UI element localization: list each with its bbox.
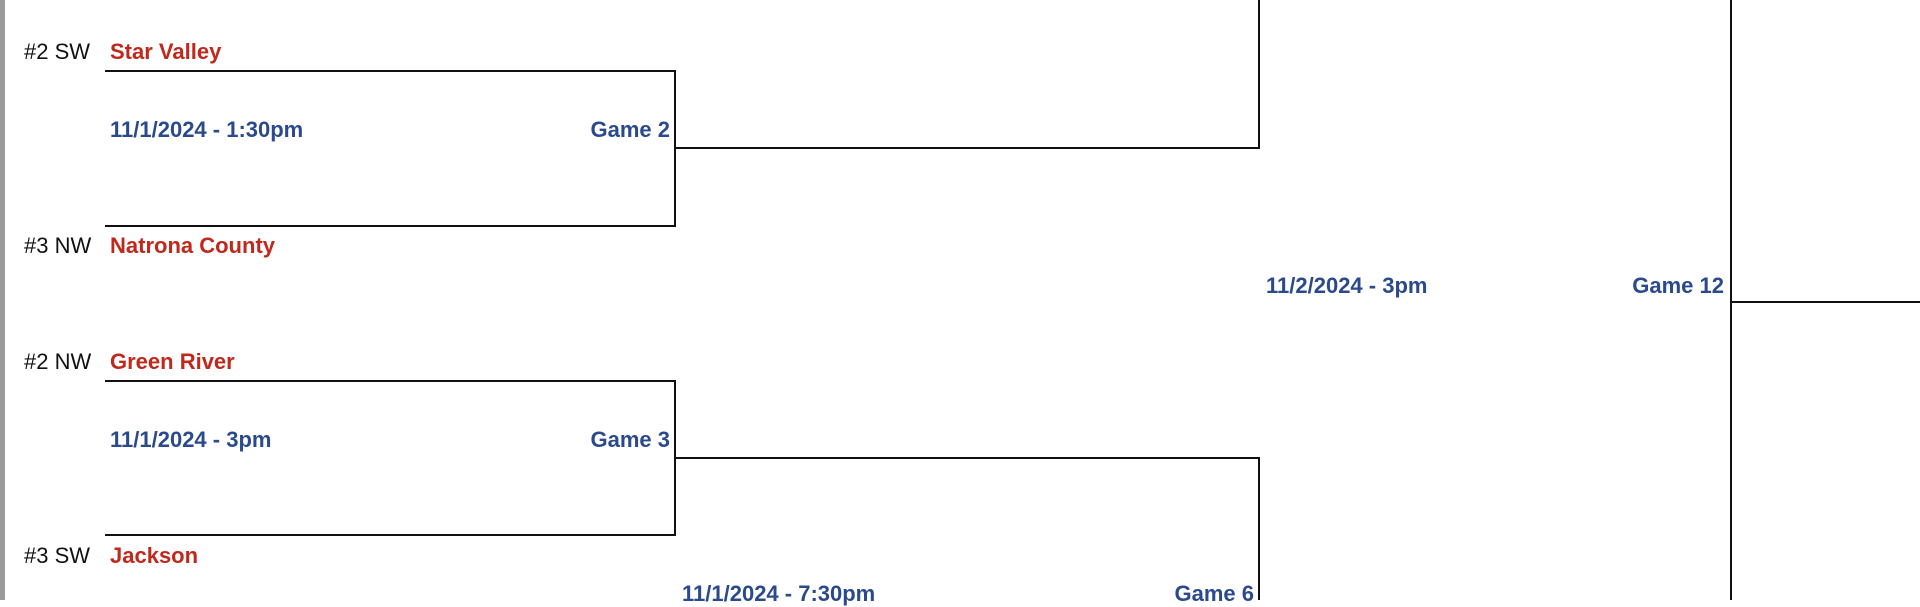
team-name[interactable]: Natrona County xyxy=(110,233,275,258)
game-label: Game 6 xyxy=(1174,581,1255,606)
game-date: 11/1/2024 - 1:30pm xyxy=(110,117,304,142)
game-label: Game 12 xyxy=(1632,273,1724,298)
bracket-line xyxy=(1258,0,1260,149)
bracket-line xyxy=(105,534,676,536)
bracket-line xyxy=(105,380,676,382)
bracket-line xyxy=(1730,0,1732,600)
bracket-line xyxy=(674,457,1260,459)
bracket-line xyxy=(105,225,676,227)
game-label: Game 3 xyxy=(590,427,671,452)
game-date: 11/2/2024 - 3pm xyxy=(1266,273,1428,298)
game-date: 11/1/2024 - 7:30pm xyxy=(682,581,876,606)
team-seed: #2 NW xyxy=(24,349,92,374)
team-name[interactable]: Green River xyxy=(110,349,235,374)
bracket-line xyxy=(1258,457,1260,600)
game-label: Game 2 xyxy=(590,117,671,142)
team-seed: #3 SW xyxy=(24,543,91,568)
bracket-line xyxy=(105,70,676,72)
team-name[interactable]: Jackson xyxy=(110,543,199,568)
team-seed: #3 NW xyxy=(24,233,92,258)
team-seed: #2 SW xyxy=(24,39,91,64)
team-name[interactable]: Star Valley xyxy=(110,39,222,64)
game-date: 11/1/2024 - 3pm xyxy=(110,427,272,452)
bracket-line xyxy=(674,147,1260,149)
bracket-line xyxy=(1730,301,1920,303)
page-left-border xyxy=(0,0,5,600)
